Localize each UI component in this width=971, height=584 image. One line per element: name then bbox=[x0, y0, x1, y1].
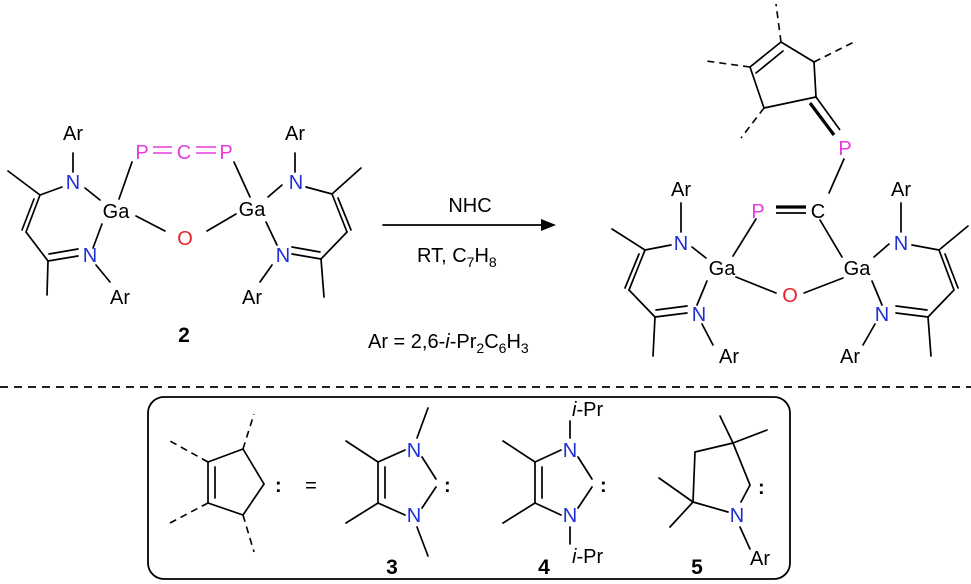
ar-def-pre: Ar = 2,6- bbox=[368, 331, 445, 353]
nhc-3-colon: : bbox=[444, 475, 451, 497]
nhc-4-ipr-top: i-Pr bbox=[572, 399, 603, 421]
product-ar-top-right: Ar bbox=[891, 179, 911, 201]
product-ga-right: Ga bbox=[844, 258, 872, 280]
ar-def-sub-2: 2 bbox=[476, 340, 484, 356]
reactant-ar-top-right: Ar bbox=[285, 123, 305, 145]
product-p-exocyclic: P bbox=[838, 138, 851, 160]
reactant-ga-left: Ga bbox=[103, 201, 131, 223]
ar-definition: Ar = 2,6-i-Pr2C6H3 bbox=[368, 331, 529, 356]
nhc-4-ipr-bottom-i: i bbox=[572, 546, 577, 568]
product-labels: P P C Ar N Ga N Ar O Ga Ar N N Ar bbox=[671, 138, 911, 368]
nhc-4-ipr-top-rest: -Pr bbox=[576, 399, 603, 421]
nhc-5-structure: N : Ar 5 bbox=[658, 415, 770, 579]
generic-carbene-colon: : bbox=[275, 475, 282, 497]
reactant-ar-bottom-left: Ar bbox=[110, 287, 130, 309]
product-ga-left: Ga bbox=[709, 258, 737, 280]
reactant-ga-right: Ga bbox=[239, 199, 267, 221]
reactant-n-top-right: N bbox=[289, 172, 303, 194]
reactant-oxygen: O bbox=[177, 228, 193, 250]
nhc-4-structure: N N : i-Pr i-Pr 4 bbox=[502, 399, 607, 579]
ar-def-sub-3: 3 bbox=[521, 340, 529, 356]
ar-def-h: H bbox=[506, 331, 520, 353]
ar-def-italic: i bbox=[445, 331, 450, 353]
reagent-label: NHC bbox=[448, 195, 491, 217]
product-ar-bottom-left: Ar bbox=[719, 346, 739, 368]
product-structure bbox=[611, 3, 969, 357]
nhc-4-ipr-bottom: i-Pr bbox=[572, 546, 603, 568]
reactant-p-right: P bbox=[219, 142, 232, 164]
conditions-label: RT, C7H8 bbox=[417, 245, 497, 270]
compound-number-5: 5 bbox=[691, 556, 703, 579]
ar-def-c: C bbox=[484, 331, 498, 353]
nhc-5-colon: : bbox=[758, 477, 765, 499]
reactant-n-top-left: N bbox=[66, 172, 80, 194]
product-n-bottom-left: N bbox=[692, 304, 706, 326]
nhc-legend-box: : = N N : 3 bbox=[147, 396, 791, 580]
nhc-4-n-bottom: N bbox=[563, 505, 577, 527]
compound-number-2: 2 bbox=[178, 324, 190, 347]
nhc-4-ipr-top-i: i bbox=[572, 399, 577, 421]
nhc-3-n-top: N bbox=[407, 440, 421, 462]
reactant-ar-bottom-right: Ar bbox=[242, 287, 262, 309]
compound-number-3: 3 bbox=[386, 556, 398, 579]
reactant-ar-top-left: Ar bbox=[63, 123, 83, 145]
reactant-structure bbox=[7, 152, 362, 298]
generic-carbene-structure: : bbox=[169, 413, 282, 553]
reaction-arrow-group: NHC RT, C7H8 Ar = 2,6-i-Pr2C6H3 bbox=[368, 195, 556, 356]
product-ar-top-left: Ar bbox=[671, 179, 691, 201]
reactant-labels: Ar N Ga N Ar O P C P Ga Ar N N Ar 2 bbox=[63, 123, 305, 347]
arrow-head-icon bbox=[541, 219, 556, 231]
nhc-4-colon: : bbox=[600, 475, 607, 497]
conditions-sub-7: 7 bbox=[467, 254, 475, 270]
reactant-p-left: P bbox=[135, 142, 148, 164]
nhc-3-n-bottom: N bbox=[407, 505, 421, 527]
nhc-5-n: N bbox=[730, 505, 744, 527]
legend-equals: = bbox=[305, 475, 317, 497]
nhc-5-ar: Ar bbox=[750, 548, 770, 570]
reactant-c-center: C bbox=[177, 142, 191, 164]
compound-number-4: 4 bbox=[538, 556, 550, 579]
ar-def-pr: -Pr bbox=[450, 331, 477, 353]
product-ar-bottom-right: Ar bbox=[840, 346, 860, 368]
product-p-ring: P bbox=[751, 201, 764, 223]
conditions-h: H bbox=[474, 245, 488, 267]
ar-def-sub-6: 6 bbox=[499, 340, 507, 356]
product-n-top-left: N bbox=[674, 233, 688, 255]
conditions-prefix: RT, C bbox=[417, 245, 467, 267]
reactant-n-bottom-right: N bbox=[276, 245, 290, 267]
reactant-n-bottom-left: N bbox=[83, 245, 97, 267]
nhc-4-ipr-bottom-rest: -Pr bbox=[576, 546, 603, 568]
nhc-3-structure: N N : 3 bbox=[345, 407, 451, 579]
conditions-sub-8: 8 bbox=[489, 254, 497, 270]
product-n-top-right: N bbox=[894, 233, 908, 255]
nhc-4-n-top: N bbox=[563, 440, 577, 462]
product-n-bottom-right: N bbox=[875, 304, 889, 326]
product-c-ring: C bbox=[811, 201, 825, 223]
product-oxygen: O bbox=[782, 285, 798, 307]
